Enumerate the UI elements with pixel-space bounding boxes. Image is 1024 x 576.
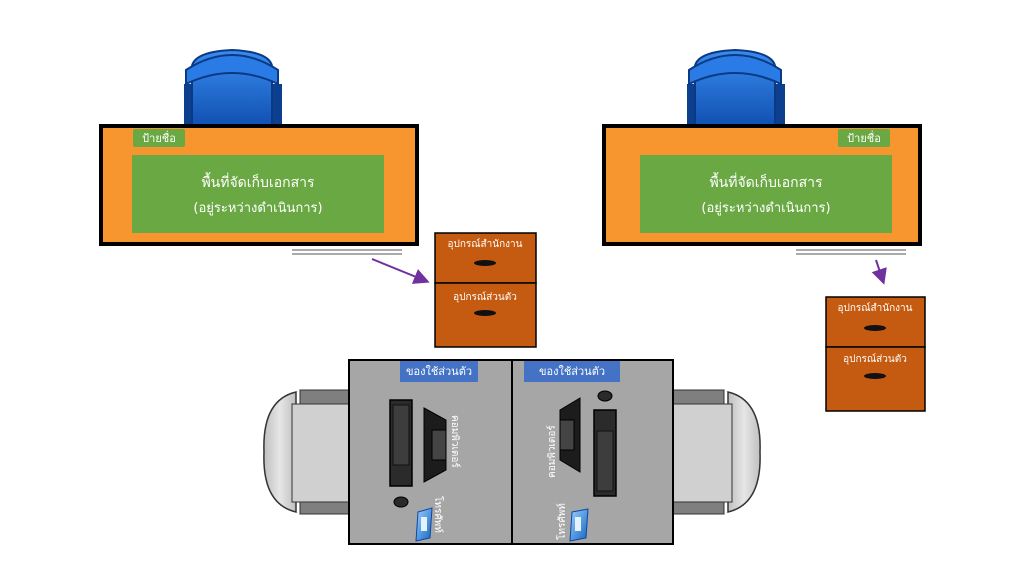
name-tag-left	[133, 129, 185, 147]
drawer-handle-icon	[474, 260, 496, 266]
cabinet-right: อุปกรณ์สำนักงาน อุปกรณ์ส่วนตัว	[825, 296, 926, 412]
storage-title-right: พื้นที่จัดเก็บเอกสาร	[709, 172, 823, 191]
workstation-desk-right	[511, 359, 674, 545]
drawer-handle-icon	[474, 310, 496, 316]
personal-items-box-right	[524, 361, 620, 382]
desk-right: ป้ายชื่อ พื้นที่จัดเก็บเอกสาร (อยู่ระหว่…	[602, 48, 926, 412]
storage-title-left: พื้นที่จัดเก็บเอกสาร	[201, 172, 315, 191]
cabinet-bottom-label-right: อุปกรณ์ส่วนตัว	[843, 353, 907, 365]
office-chair-right	[687, 48, 785, 129]
office-chair-left	[184, 48, 282, 129]
name-tag-right	[838, 129, 890, 147]
phone-icon	[569, 508, 589, 542]
desk-left: ป้ายชื่อ พื้นที่จัดเก็บเอกสาร (อยู่ระหว่…	[99, 48, 537, 348]
gray-chair-left	[263, 389, 353, 515]
gray-chair-right	[671, 389, 761, 515]
phone-label-right: โทรศัพท์	[555, 503, 568, 540]
phone-icon	[415, 507, 433, 542]
name-tag-text-right: ป้ายชื่อ	[847, 130, 881, 145]
computer-label-right: คอมพิวเตอร์	[546, 425, 558, 478]
storage-status-left: (อยู่ระหว่างดำเนินการ)	[193, 201, 322, 216]
cabinet-bottom-label-left: อุปกรณ์ส่วนตัว	[453, 291, 517, 303]
arrow-left	[371, 258, 430, 284]
computer-icon	[559, 390, 617, 497]
phone-label-left: โทรศัพท์	[432, 496, 445, 533]
storage-status-right: (อยู่ระหว่างดำเนินการ)	[701, 201, 830, 216]
drawer-handle-icon	[864, 325, 886, 331]
workstation-pair: ของใช้ส่วนตัว ของใช้ส่วนตัว คอมพิวเตอร์ …	[263, 359, 761, 545]
document-storage-area-left	[132, 155, 384, 233]
personal-items-label-left: ของใช้ส่วนตัว	[406, 365, 472, 378]
arrow-right	[871, 259, 887, 285]
personal-items-box-left	[400, 361, 478, 382]
name-tag-text-left: ป้ายชื่อ	[142, 130, 176, 145]
cabinet-left: อุปกรณ์สำนักงาน อุปกรณ์ส่วนตัว	[434, 232, 537, 348]
cabinet-top-label-right: อุปกรณ์สำนักงาน	[838, 302, 913, 314]
computer-icon	[389, 399, 447, 508]
document-storage-area-right	[640, 155, 892, 233]
cabinet-top-label-left: อุปกรณ์สำนักงาน	[448, 238, 523, 250]
drawer-handle-icon	[864, 373, 886, 379]
personal-items-label-right: ของใช้ส่วนตัว	[539, 365, 605, 378]
computer-label-left: คอมพิวเตอร์	[449, 415, 461, 468]
